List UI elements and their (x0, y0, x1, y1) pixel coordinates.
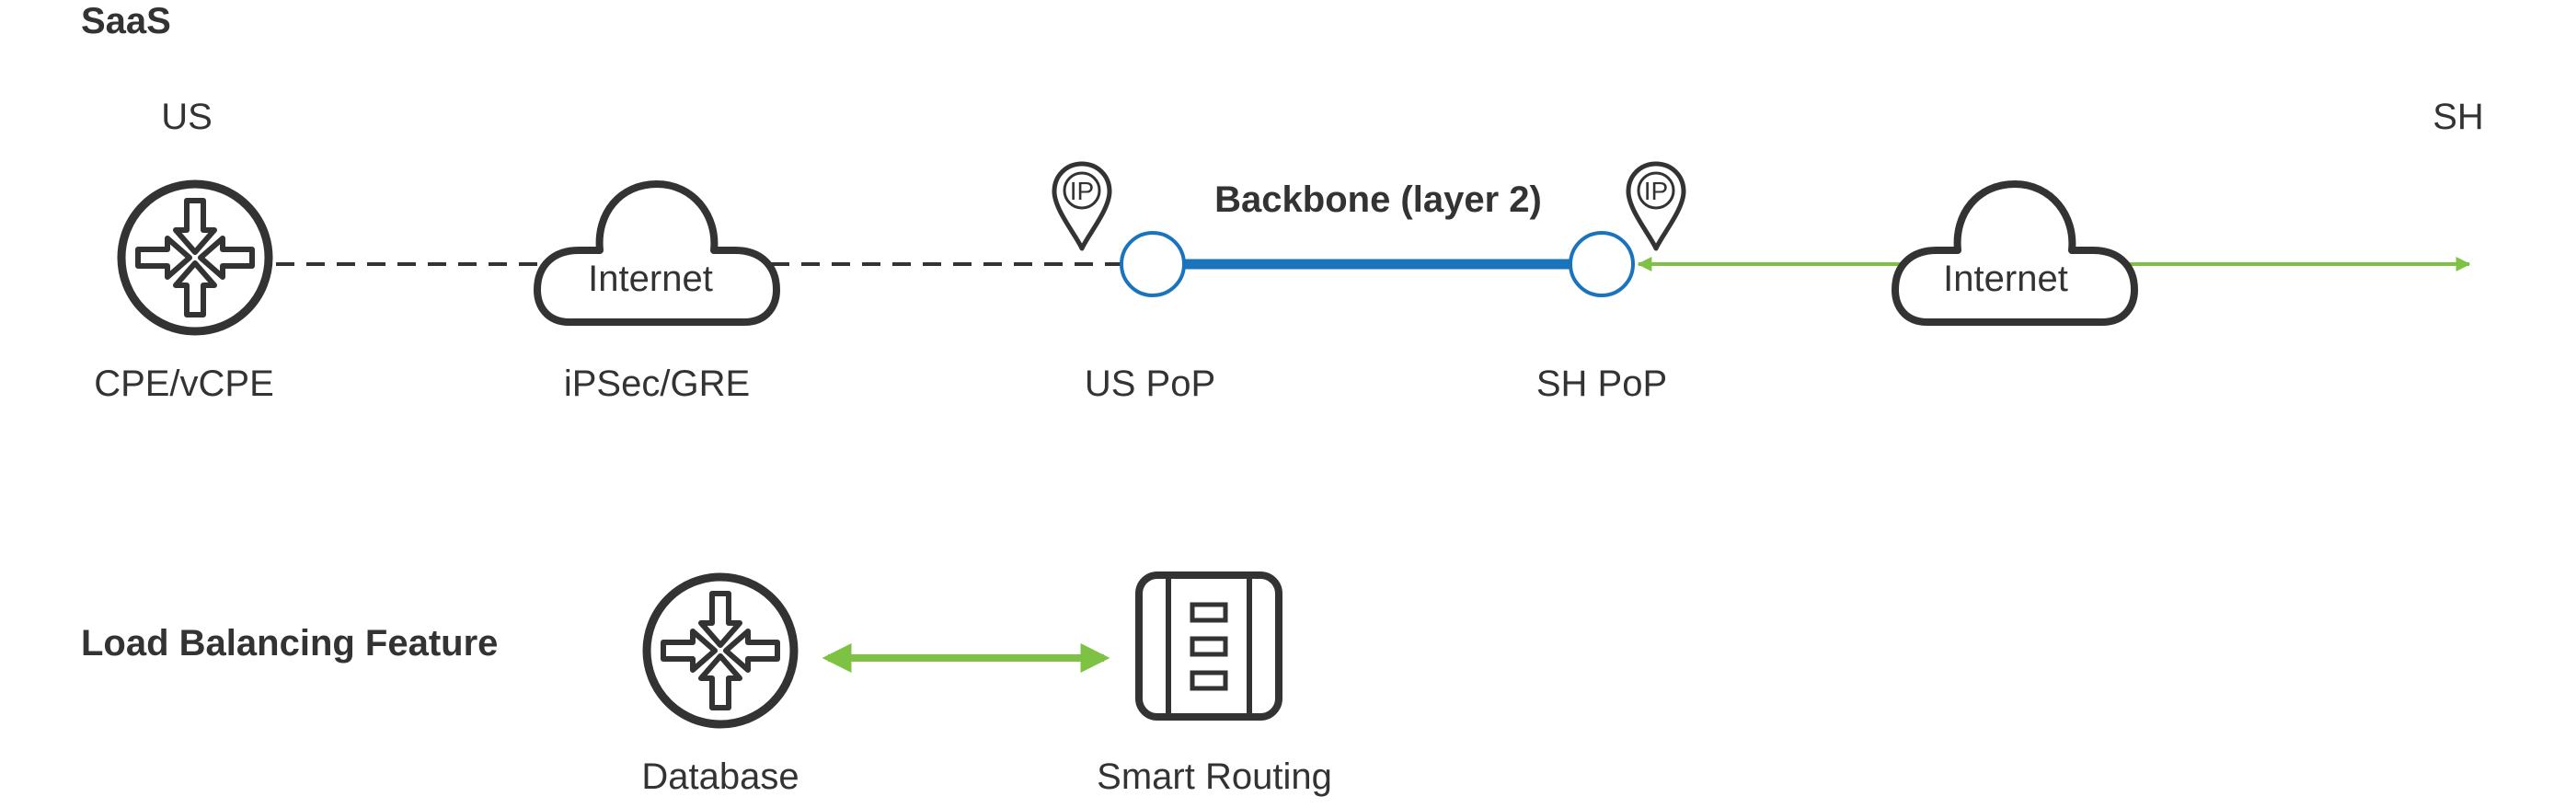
region-label-us: US (161, 97, 213, 137)
cloud-label-right: Internet (1943, 259, 2068, 299)
sh-pop-ip-pin-icon: IP (1628, 164, 1684, 248)
region-label-sh: SH (2432, 97, 2484, 137)
internet-cloud-icon-right (1895, 184, 2134, 322)
cpe-label: CPE/vCPE (94, 364, 274, 404)
cpe-router-icon (121, 184, 269, 331)
ip-badge-sh: IP (1644, 177, 1668, 205)
ipsec-label: iPSec/GRE (564, 364, 750, 404)
sh-pop-node-icon (1569, 231, 1635, 297)
saas-section-title: SaaS (81, 1, 171, 41)
us-pop-node-icon (1120, 231, 1186, 297)
us-pop-ip-pin-icon: IP (1054, 164, 1110, 248)
database-router-icon (647, 577, 794, 724)
cloud-label-left: Internet (588, 259, 713, 299)
backbone-label: Backbone (layer 2) (1214, 179, 1542, 220)
us-pop-label: US PoP (1085, 364, 1215, 404)
ip-badge-us: IP (1070, 177, 1094, 205)
smart-routing-label: Smart Routing (1097, 756, 1332, 797)
smart-routing-server-rack-icon (1135, 571, 1282, 721)
load-balancing-section-title: Load Balancing Feature (81, 623, 498, 664)
database-label: Database (641, 756, 799, 797)
sh-pop-label: SH PoP (1536, 364, 1667, 404)
internet-cloud-icon-left (537, 184, 776, 322)
